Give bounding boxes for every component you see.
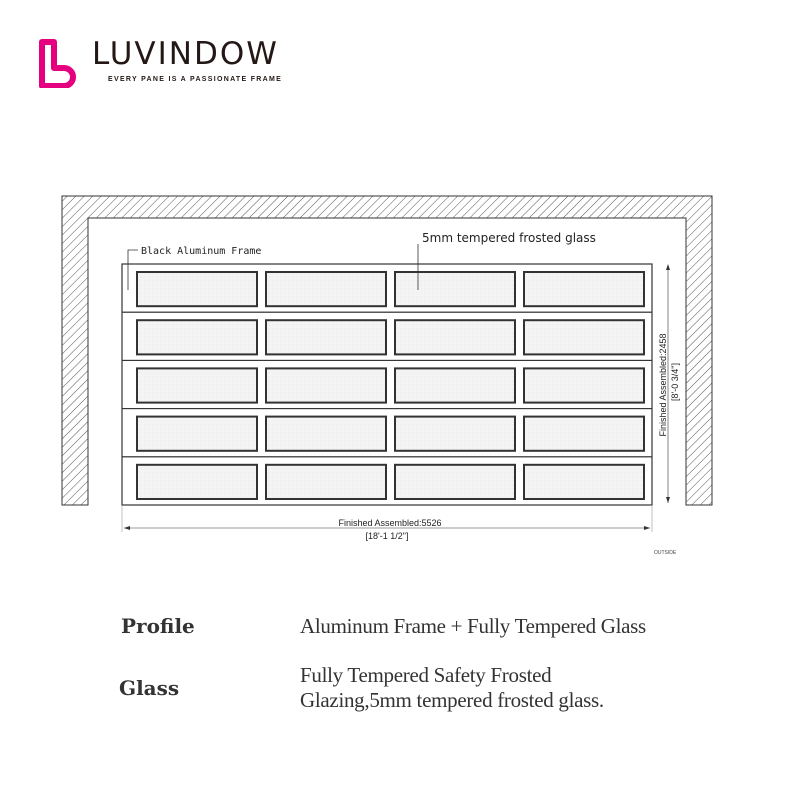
frame-label: Black Aluminum Frame [141,246,261,257]
glass-pane [394,415,516,452]
glass-pane [136,271,258,308]
outside-label: OUTSIDE [654,550,677,556]
glass-pane [265,319,387,356]
glass-pane [265,463,387,500]
height-label: Finished Assembled:2458 [658,333,668,436]
glass-pane [265,271,387,308]
glass-pane [265,367,387,404]
frame-callout: Black Aluminum Frame [127,246,261,290]
wall-opening [61,195,713,506]
glass-pane [265,415,387,452]
glass-pane [523,415,645,452]
glass-pane [523,367,645,404]
glass-pane [523,463,645,500]
brand-name: LUVINDOW [92,36,279,72]
glass-pane [523,271,645,308]
glass-pane [394,319,516,356]
height-dimension: Finished Assembled:2458 [8'-0 3/4"] [658,264,680,503]
glass-pane [523,319,645,356]
spec-value-profile: Aluminum Frame + Fully Tempered Glass [300,614,646,638]
glass-pane [136,463,258,500]
spec-label-profile: Profile [121,614,195,638]
glass-pane [394,367,516,404]
garage-door [121,263,653,506]
glass-pane [136,319,258,356]
brand-tagline: EVERY PANE IS A PASSIONATE FRAME [108,76,283,83]
spec-label-glass: Glass [119,676,180,700]
glass-pane [394,463,516,500]
door-section [121,456,653,506]
width-label: Finished Assembled:5526 [338,518,441,528]
luvindow-logo-icon [39,39,76,88]
glass-pane [136,415,258,452]
glass-label: 5mm tempered frosted glass [422,231,596,245]
width-imperial: [18'-1 1/2"] [366,531,409,541]
glass-pane [136,367,258,404]
glass-pane [394,271,516,308]
glass-callout: 5mm tempered frosted glass [417,231,596,290]
width-dimension: Finished Assembled:5526 [18'-1 1/2"] [121,505,653,541]
spec-value-glass-line2: Glazing,5mm tempered frosted glass. [300,688,604,712]
height-imperial: [8'-0 3/4"] [670,363,680,401]
spec-value-glass-line1: Fully Tempered Safety Frosted [300,663,552,687]
